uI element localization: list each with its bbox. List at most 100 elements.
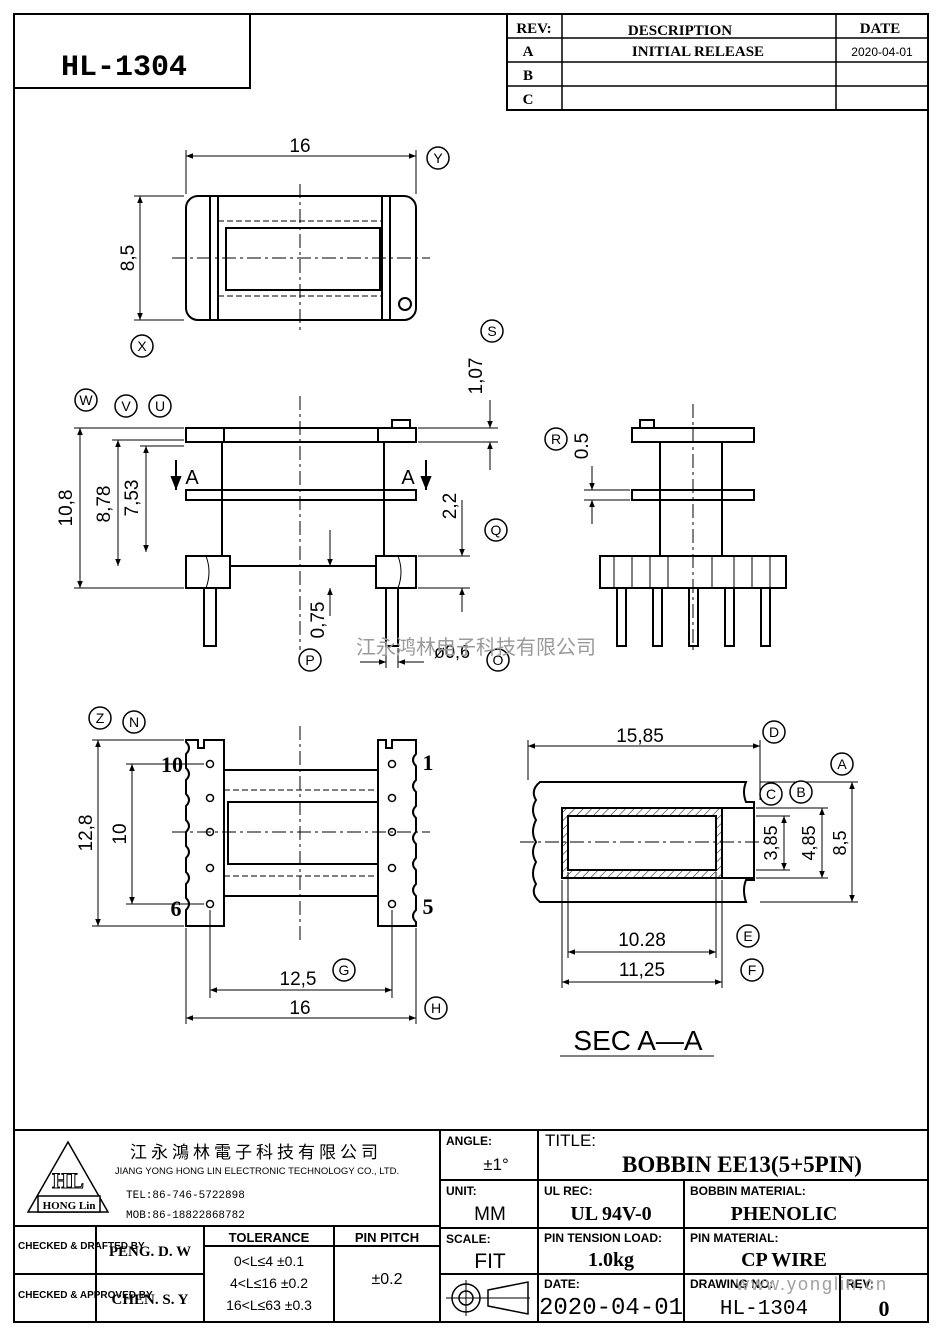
balloon-q	[484, 518, 508, 542]
rev-value: 0	[879, 1296, 890, 1321]
pin-material-label: PIN MATERIAL:	[690, 1231, 778, 1245]
balloon-n-letter: N	[129, 714, 139, 730]
balloon-y-letter: Y	[433, 150, 443, 166]
sheet-border	[13, 13, 929, 1323]
dim-bottom-height: 12,8	[76, 815, 97, 852]
balloon-s	[480, 319, 504, 343]
balloon-v	[114, 394, 138, 418]
balloon-f	[740, 958, 764, 982]
balloon-d-letter: D	[769, 724, 779, 740]
date-value: 2020-04-01	[539, 1295, 683, 1322]
unit-value: MM	[474, 1204, 506, 1225]
bobbin-material-label: BOBBIN MATERIAL:	[690, 1184, 806, 1198]
dim-top-width: 16	[289, 136, 310, 157]
section-label: SEC A—A	[573, 1025, 702, 1056]
balloon-h-letter: H	[431, 1000, 441, 1016]
dim-bottom-width: 16	[289, 998, 310, 1019]
balloon-e-letter: E	[743, 928, 752, 944]
drawing-no-label: DRAWING NO:	[690, 1277, 773, 1291]
checked-approved-by: CHEN. S. Y	[112, 1292, 189, 1308]
dim-front-total-height: 10,8	[56, 490, 77, 527]
balloon-f-letter: F	[748, 962, 757, 978]
dim-bottom-pitch: 12,5	[280, 969, 317, 990]
balloons	[74, 146, 854, 1020]
balloon-h	[424, 996, 448, 1020]
bobbin-material-value: PHENOLIC	[731, 1203, 838, 1225]
dim-front-h3: 7,53	[122, 480, 143, 517]
balloon-c-letter: C	[766, 786, 776, 802]
title-label: TITLE:	[545, 1131, 596, 1150]
balloon-q-letter: Q	[491, 522, 502, 538]
unit-label: UNIT:	[446, 1184, 477, 1198]
balloon-g	[332, 958, 356, 982]
balloon-e	[736, 924, 760, 948]
balloon-z-letter: Z	[96, 710, 105, 726]
revision-table: REV: DESCRIPTION DATE A INITIAL RELEASE …	[506, 13, 929, 111]
dim-front-h2: 8,78	[94, 486, 115, 523]
balloon-r-letter: R	[551, 431, 561, 447]
drawing-title: BOBBIN EE13(5+5PIN)	[622, 1152, 862, 1177]
part-number-box: HL-1304	[13, 13, 251, 89]
checked-approved-label: CHECKED & APPROVED BY	[18, 1290, 153, 1301]
dim-bottom-pin-span: 10	[110, 823, 131, 844]
dim-front-top-gap: 1,07	[466, 358, 487, 395]
logo-letters: HL	[52, 1168, 84, 1193]
balloon-o-letter: O	[493, 652, 504, 668]
company-name-en: JIANG YONG HONG LIN ELECTRONIC TECHNOLOG…	[115, 1166, 399, 1177]
rev-a-description: INITIAL RELEASE	[632, 44, 764, 60]
tolerance-row-3: 16<L≤63 ±0.3	[226, 1297, 312, 1313]
balloon-z	[88, 706, 112, 730]
angle-value: ±1°	[483, 1155, 509, 1174]
balloon-u	[148, 394, 172, 418]
logo-text: HONG Lin	[43, 1200, 96, 1212]
part-number: HL-1304	[61, 51, 187, 85]
front-view	[185, 396, 417, 650]
balloon-o	[486, 648, 510, 672]
balloon-y	[426, 146, 450, 170]
section-mark-right: A	[401, 467, 415, 489]
title-block	[14, 1129, 928, 1322]
balloon-w-letter: W	[79, 392, 93, 408]
watermark: 江永鸿林电子科技有限公司	[356, 636, 596, 659]
scale-label: SCALE:	[446, 1232, 491, 1246]
company-logo: HL HONG Lin	[26, 1140, 110, 1213]
section-view	[520, 781, 770, 903]
pin-tension-label: PIN TENSION LOAD:	[544, 1231, 662, 1245]
dim-pin-dia: ø0,6	[434, 642, 470, 662]
tolerance-row-1: 0<L≤4 ±0.1	[234, 1253, 304, 1269]
rev-a-date: 2020-04-01	[851, 45, 913, 59]
date-label: DATE:	[544, 1277, 580, 1291]
balloon-r	[544, 427, 568, 451]
side-view	[599, 404, 787, 650]
dim-sec-h1: 3,85	[761, 825, 781, 860]
top-view-dims	[134, 150, 417, 321]
side-view-dims	[584, 466, 630, 524]
drawing-no-value: HL-1304	[720, 1298, 808, 1321]
projection-symbol-icon	[446, 1280, 530, 1316]
balloon-x-letter: X	[137, 338, 147, 354]
date-header: DATE	[860, 21, 901, 37]
balloon-x	[130, 334, 154, 358]
balloon-g-letter: G	[339, 962, 350, 978]
ul-value: UL 94V-0	[570, 1203, 651, 1225]
rev-header: REV:	[516, 21, 551, 37]
company-tel: TEL:86-746-5722898	[126, 1190, 245, 1202]
balloon-p	[298, 648, 322, 672]
bottom-view	[172, 726, 430, 940]
balloon-c	[759, 782, 783, 806]
dim-front-flange-gap: 2,2	[440, 493, 461, 519]
dim-sec-width: 15,85	[616, 726, 664, 747]
top-view	[172, 184, 430, 330]
front-view-section-arrows	[170, 460, 432, 490]
balloon-w	[74, 388, 98, 412]
pin-tension-value: 1.0kg	[588, 1249, 634, 1271]
balloon-b	[789, 780, 813, 804]
balloon-u-letter: U	[155, 398, 165, 414]
pin-5-label: 5	[423, 894, 434, 919]
section-mark-left: A	[185, 467, 199, 489]
rev-label: REV:	[846, 1277, 874, 1291]
pin-6-label: 6	[171, 896, 182, 921]
rev-a: A	[523, 44, 534, 60]
bottom-view-dims	[92, 739, 417, 1024]
dim-side-flange: 0.5	[572, 433, 593, 459]
